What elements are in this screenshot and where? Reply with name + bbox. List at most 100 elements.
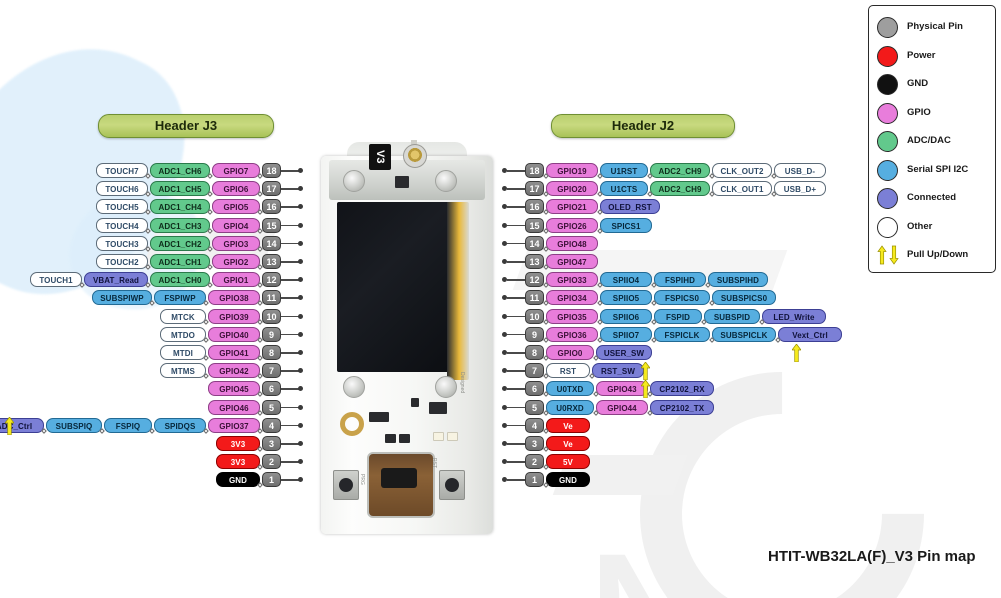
j3-header-dot-18 bbox=[298, 168, 303, 173]
pull-up-arrow-rst-sw bbox=[640, 379, 651, 399]
j2-lead-3 bbox=[507, 443, 525, 445]
j3-pin-number-10: 10 bbox=[262, 308, 281, 324]
oled-display bbox=[337, 202, 455, 372]
legend-item-pull-up-down: Pull Up/Down bbox=[877, 242, 993, 268]
j3-chip-link-16-0 bbox=[257, 209, 263, 216]
j2-header-dot-12 bbox=[502, 277, 507, 283]
j3-chip-17-2: TOUCH6 bbox=[96, 181, 148, 197]
j2-chip-10-1: SPIIO6 bbox=[600, 308, 652, 324]
j3-header-dot-14 bbox=[298, 240, 303, 246]
j2-lead-7 bbox=[507, 370, 525, 372]
j3-chip-13-0: GPIO2 bbox=[212, 254, 260, 269]
j3-header-dot-8 bbox=[298, 350, 303, 355]
j3-chip-16-1: ADC1_CH4 bbox=[150, 199, 210, 215]
j3-chip-18-1: ADC1_CH6 bbox=[150, 163, 210, 178]
j3-chip-3-0: 3V3 bbox=[216, 436, 260, 451]
rst-button[interactable] bbox=[439, 470, 465, 500]
pull-up-down-icon bbox=[877, 245, 899, 265]
j2-chip-6-0: U0TXD bbox=[546, 381, 594, 397]
board-resistor-2 bbox=[399, 434, 410, 443]
j2-pin-number-2: 2 bbox=[525, 454, 544, 470]
j3-chip-link-16-1 bbox=[207, 209, 213, 216]
j3-lead-9 bbox=[281, 333, 299, 336]
pull-up-arrow-user-sw bbox=[640, 361, 651, 381]
j3-header-dot-6 bbox=[298, 386, 303, 392]
j3-chip-6-0: GPIO45 bbox=[208, 381, 260, 397]
j3-pin-number-1: 1 bbox=[262, 472, 281, 488]
legend-swatch-6 bbox=[877, 188, 898, 209]
legend-label-2: GND bbox=[907, 78, 929, 89]
j3-lead-1 bbox=[281, 479, 299, 481]
j3-lead-17 bbox=[281, 188, 299, 190]
j2-chip-11-2: FSPICS0 bbox=[654, 290, 710, 306]
j3-chip-16-0: GPIO5 bbox=[212, 199, 260, 215]
j2-pin-number-18: 18 bbox=[525, 163, 544, 178]
screw-bottom-right bbox=[435, 376, 457, 398]
j3-pin-number-18: 18 bbox=[262, 163, 281, 178]
j3-chip-9-0: GPIO40 bbox=[208, 326, 260, 342]
j2-chip-18-3: CLK_OUT2 bbox=[712, 163, 772, 178]
j2-chip-12-3: SUBSPIHD bbox=[708, 272, 768, 288]
page-title: HTIT-WB32LA(F)_V3 Pin map bbox=[768, 548, 976, 565]
legend-item-connected: Connected bbox=[877, 185, 993, 211]
j3-chip-15-1: ADC1_CH3 bbox=[150, 217, 210, 233]
j3-pin-number-6: 6 bbox=[262, 381, 281, 397]
j2-chip-8-1: USER_SW bbox=[596, 345, 652, 360]
j2-header-dot-8 bbox=[502, 350, 507, 355]
j3-chip-link-7-1 bbox=[203, 373, 209, 380]
j2-chip-17-0: GPIO20 bbox=[546, 181, 598, 197]
board-photo: V3 Designed PRG RST bbox=[307, 140, 507, 540]
j2-header-dot-2 bbox=[502, 459, 507, 465]
board-chip-top bbox=[395, 176, 409, 188]
j3-chip-11-2: SUBSPIWP bbox=[92, 290, 152, 306]
j2-chip-link-6-0 bbox=[543, 391, 549, 398]
j2-header-dot-1 bbox=[502, 477, 507, 483]
j2-chip-link-11-1 bbox=[597, 300, 603, 307]
j2-pin-number-11: 11 bbox=[525, 290, 544, 306]
board-inductor bbox=[340, 412, 364, 436]
j2-pin-number-1: 1 bbox=[525, 472, 544, 488]
legend-label-0: Physical Pin bbox=[907, 21, 963, 32]
legend-swatch-1 bbox=[877, 45, 898, 67]
usb-c-tongue bbox=[381, 468, 417, 488]
j2-chip-link-17-1 bbox=[597, 191, 603, 198]
j2-lead-11 bbox=[507, 297, 525, 299]
j3-chip-1-0: GND bbox=[216, 472, 260, 488]
j2-header-dot-13 bbox=[502, 259, 507, 264]
j2-chip-link-17-0 bbox=[543, 191, 549, 198]
legend-item-gnd: GND bbox=[877, 71, 993, 97]
j3-lead-15 bbox=[281, 224, 299, 227]
prg-silkscreen: PRG bbox=[359, 474, 365, 485]
j2-pin-number-13: 13 bbox=[525, 254, 544, 269]
j3-lead-2 bbox=[281, 461, 299, 463]
prg-button[interactable] bbox=[333, 470, 359, 500]
legend-item-gpio: GPIO bbox=[877, 100, 993, 126]
led-white-1 bbox=[433, 432, 444, 441]
j3-pin-number-11: 11 bbox=[262, 290, 281, 306]
j2-header-dot-18 bbox=[502, 168, 507, 173]
oled-flex-cable bbox=[447, 202, 469, 380]
legend-swatch-5 bbox=[877, 159, 898, 181]
j2-header-dot-9 bbox=[502, 331, 507, 337]
j2-chip-17-4: USB_D+ bbox=[774, 181, 826, 197]
j3-chip-15-2: TOUCH4 bbox=[96, 217, 148, 233]
j3-lead-12 bbox=[281, 279, 299, 281]
j3-header-dot-4 bbox=[298, 422, 303, 428]
j2-pin-number-9: 9 bbox=[525, 326, 544, 342]
j3-chip-link-6-0 bbox=[257, 391, 263, 398]
j3-chip-18-2: TOUCH7 bbox=[96, 163, 148, 178]
j2-chip-12-0: GPIO33 bbox=[546, 272, 598, 288]
board-chip-mid bbox=[369, 412, 389, 422]
j2-chip-link-17-2 bbox=[647, 191, 653, 198]
j2-chip-link-17-3 bbox=[709, 191, 715, 198]
j2-chip-2-0: 5V bbox=[546, 454, 590, 470]
j3-chip-link-2-0 bbox=[257, 464, 263, 471]
j3-header-dot-12 bbox=[298, 277, 303, 283]
watermark-n-letter: N bbox=[590, 520, 698, 598]
j3-chip-8-0: GPIO41 bbox=[208, 345, 260, 360]
j2-chip-1-0: GND bbox=[546, 472, 590, 488]
j2-chip-17-3: CLK_OUT1 bbox=[712, 181, 772, 197]
legend-swatch-2 bbox=[877, 74, 898, 95]
